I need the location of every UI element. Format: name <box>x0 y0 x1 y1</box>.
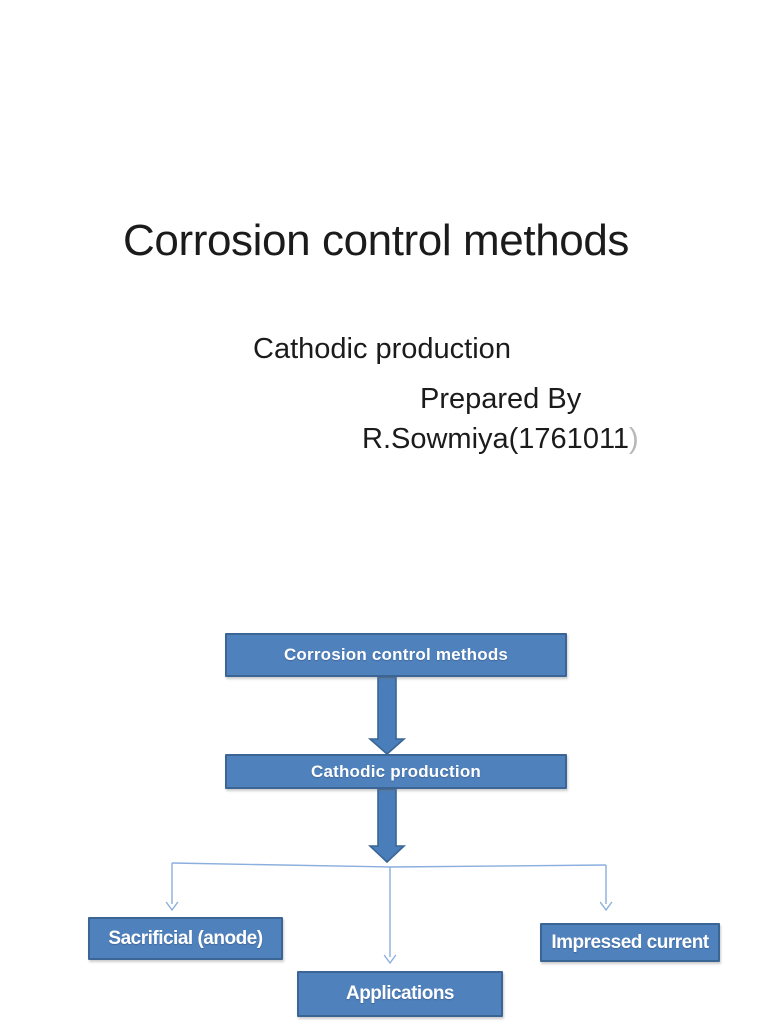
prepared-by-line: Prepared By <box>420 383 582 415</box>
author-name: R.Sowmiya(1761011 <box>362 423 630 455</box>
author-line: R.Sowmiya(1761011) <box>362 424 639 454</box>
flowchart-node-root: Corrosion control methods <box>225 633 567 677</box>
down-arrow-icon <box>367 788 407 864</box>
author-paren-muted: ) <box>629 423 639 455</box>
branch-line <box>171 862 607 868</box>
flowchart-node-applications: Applications <box>297 971 503 1017</box>
flowchart-node-sacrificial: Sacrificial (anode) <box>88 917 283 960</box>
page-title: Corrosion control methods <box>123 216 630 265</box>
down-arrow-icon <box>367 676 407 756</box>
flowchart-node-impressed: Impressed current <box>540 923 720 962</box>
flowchart-node-cathodic: Cathodic production <box>225 754 567 789</box>
small-arrowhead-icon <box>599 901 613 912</box>
subtitle-line: Cathodic production <box>253 333 511 365</box>
small-arrowhead-icon <box>165 901 179 912</box>
small-arrowhead-icon <box>383 954 397 965</box>
